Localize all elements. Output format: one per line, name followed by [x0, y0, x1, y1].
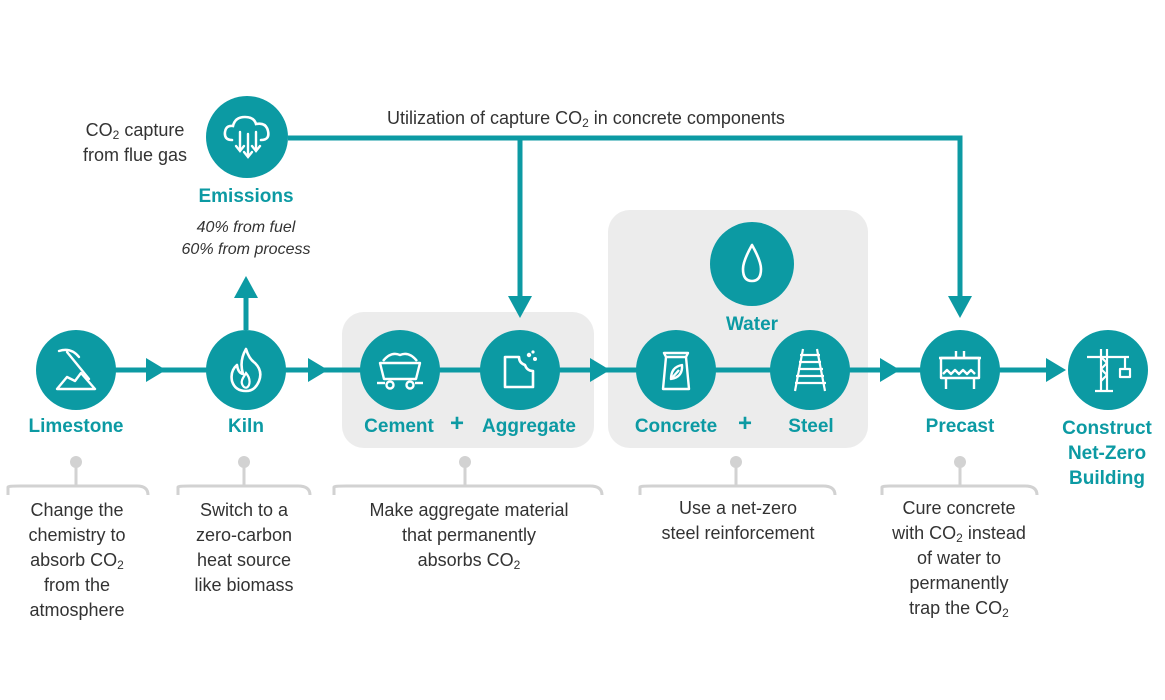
kiln-description: Switch to a zero-carbon heat source like…: [194, 500, 294, 595]
arrowhead-to-precast: [880, 358, 900, 382]
emissions-circle: [206, 96, 288, 178]
arrowhead-to-cement: [308, 358, 328, 382]
limestone-connector-dot: [70, 456, 82, 468]
aggregate-description: Make aggregate material that permanently…: [369, 500, 569, 572]
mine-cart-icon: [377, 352, 423, 390]
precast-label: Precast: [925, 416, 995, 437]
kiln-connector-dot: [238, 456, 250, 468]
concrete-label: Concrete: [634, 416, 718, 437]
crane-icon: [1087, 349, 1132, 393]
steel-connector-dot: [730, 456, 742, 468]
co2-capture-text: CO2 capture from flue gas: [82, 120, 188, 165]
water-label: Water: [725, 314, 779, 335]
kiln-circle: [206, 330, 286, 410]
aggregate-connector-dot: [459, 456, 471, 468]
limestone-description: Change the chemistry to absorb CO2 from …: [28, 500, 126, 620]
flame-icon: [230, 347, 262, 393]
arrowhead-to-construct: [1046, 358, 1066, 382]
aggregate-circle: [480, 330, 560, 410]
arrowhead-to-kiln: [146, 358, 166, 382]
rail-track-icon: [793, 348, 827, 392]
construct-circle: [1068, 330, 1148, 410]
construct-label: Construct Net-Zero Building: [1062, 418, 1152, 489]
steel-circle: [770, 330, 850, 410]
precast-connector-dot: [954, 456, 966, 468]
precast-description: Cure concrete with CO2 instead of water …: [892, 498, 1026, 620]
steel-label: Steel: [788, 416, 834, 437]
utilization-text: Utilization of capture CO2 in concrete c…: [385, 108, 787, 130]
arrowhead-down-precast: [948, 296, 972, 318]
kiln-label: Kiln: [228, 416, 264, 437]
pickaxe-rock-icon: [55, 348, 97, 391]
water-circle: [710, 222, 794, 306]
emissions-label: Emissions: [198, 186, 294, 207]
cement-label: Cement: [364, 416, 434, 437]
water-drop-icon: [741, 243, 763, 283]
arrowhead-to-concrete: [590, 358, 610, 382]
emissions-fuel-text: 40% from fuel: [196, 219, 296, 236]
precast-circle: [920, 330, 1000, 410]
cement-circle: [360, 330, 440, 410]
arrowhead-up-emissions: [234, 276, 258, 298]
precast-panel-icon: [939, 351, 981, 389]
plus-sign-cement-aggregate: +: [450, 410, 465, 437]
arrowhead-down-aggregate: [508, 296, 532, 318]
limestone-label: Limestone: [28, 416, 124, 437]
utilization-line: [288, 135, 963, 298]
steel-description: Use a net-zero steel reinforcement: [661, 498, 815, 543]
cement-bag-icon: [661, 351, 691, 391]
limestone-circle: [36, 330, 116, 410]
aggregate-label: Aggregate: [482, 416, 576, 437]
concrete-circle: [636, 330, 716, 410]
plus-sign-concrete-steel: +: [738, 410, 753, 437]
emissions-process-text: 60% from process: [181, 241, 311, 258]
cloud-rain-icon: [223, 115, 270, 159]
bitten-block-icon: [503, 350, 537, 389]
